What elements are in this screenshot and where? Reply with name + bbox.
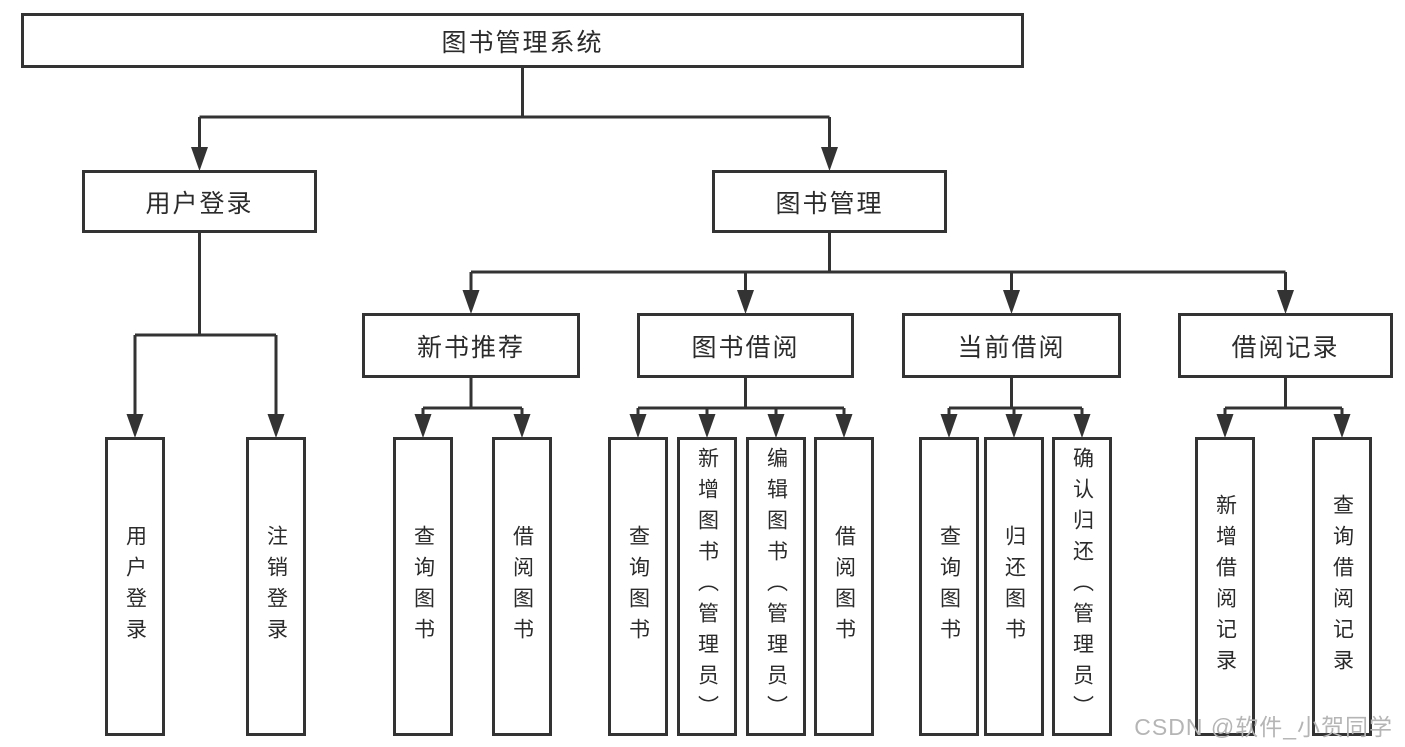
node-leaf-br-add: 新增借阅记录 — [1195, 437, 1255, 736]
node-label: 图书管理 — [775, 189, 884, 218]
arrowhead-icon — [835, 414, 853, 438]
node-book-mgmt: 图书管理 — [712, 170, 947, 233]
node-label: 编辑图书（管理员） — [764, 447, 788, 726]
arrowhead-icon — [513, 414, 531, 438]
node-label: 归还图书 — [1002, 524, 1026, 649]
node-label: 新书推荐 — [416, 333, 525, 362]
node-book-borrow: 图书借阅 — [637, 313, 854, 378]
node-label: 借阅图书 — [832, 524, 856, 649]
arrowhead-icon — [940, 414, 958, 438]
arrowhead-icon — [1003, 290, 1020, 314]
node-label: 借阅记录 — [1231, 333, 1340, 362]
arrowhead-icon — [1005, 414, 1023, 438]
node-label: 图书借阅 — [691, 333, 800, 362]
node-label: 确认归还（管理员） — [1070, 447, 1094, 726]
arrowhead-icon — [267, 414, 285, 438]
arrowhead-icon — [737, 290, 754, 314]
node-label: 图书管理系统 — [441, 28, 604, 57]
arrowhead-icon — [629, 414, 647, 438]
node-label: 用户登录 — [145, 189, 254, 218]
node-label: 借阅图书 — [510, 524, 534, 649]
node-label: 新增借阅记录 — [1213, 493, 1237, 680]
watermark: CSDN @软件_小贺同学 — [1134, 714, 1393, 740]
arrowhead-icon — [1277, 290, 1294, 314]
node-label: 查询图书 — [411, 524, 435, 649]
node-leaf-logout: 注销登录 — [246, 437, 306, 736]
node-leaf-bb-add: 新增图书（管理员） — [677, 437, 737, 736]
node-label: 用户登录 — [123, 524, 147, 649]
node-label: 查询图书 — [937, 524, 961, 649]
arrowhead-icon — [821, 147, 838, 171]
arrowhead-icon — [1216, 414, 1234, 438]
arrowhead-icon — [1333, 414, 1351, 438]
node-leaf-bb-edit: 编辑图书（管理员） — [746, 437, 806, 736]
node-borrow-records: 借阅记录 — [1178, 313, 1393, 378]
node-label: 新增图书（管理员） — [695, 447, 719, 726]
arrowhead-icon — [1073, 414, 1091, 438]
arrowhead-icon — [414, 414, 432, 438]
arrowhead-icon — [698, 414, 716, 438]
node-label: 注销登录 — [264, 524, 288, 649]
node-leaf-bb-borrow: 借阅图书 — [814, 437, 874, 736]
node-leaf-nbr-query: 查询图书 — [393, 437, 453, 736]
node-leaf-nbr-borrow: 借阅图书 — [492, 437, 552, 736]
node-leaf-bb-query: 查询图书 — [608, 437, 668, 736]
node-leaf-cb-confirm: 确认归还（管理员） — [1052, 437, 1112, 736]
node-leaf-br-query: 查询借阅记录 — [1312, 437, 1372, 736]
node-leaf-user-login: 用户登录 — [105, 437, 165, 736]
node-new-book-rec: 新书推荐 — [362, 313, 580, 378]
arrowhead-icon — [462, 290, 480, 314]
arrowhead-icon — [767, 414, 785, 438]
node-label: 查询图书 — [626, 524, 650, 649]
node-label: 当前借阅 — [957, 333, 1066, 362]
node-current-borrow: 当前借阅 — [902, 313, 1121, 378]
node-user-login: 用户登录 — [82, 170, 317, 233]
arrowhead-icon — [126, 414, 144, 438]
node-leaf-cb-return: 归还图书 — [984, 437, 1044, 736]
node-leaf-cb-query: 查询图书 — [919, 437, 979, 736]
node-root: 图书管理系统 — [21, 13, 1024, 68]
node-label: 查询借阅记录 — [1330, 493, 1354, 680]
arrowhead-icon — [191, 147, 208, 171]
